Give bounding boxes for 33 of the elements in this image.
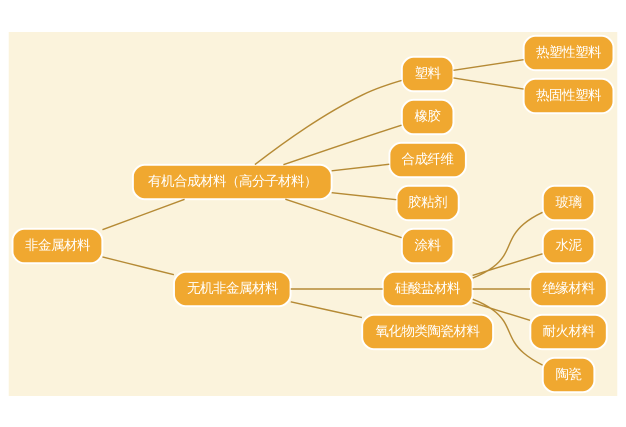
connector <box>254 79 402 165</box>
connector <box>102 198 185 230</box>
connector <box>472 252 543 276</box>
connector <box>453 76 524 90</box>
node-box: 非金属材料 <box>12 227 104 264</box>
node-box: 热塑性塑料 <box>522 34 614 71</box>
node-box: 硅酸盐材料 <box>382 270 474 307</box>
node-box: 玻璃 <box>542 184 596 221</box>
connector <box>283 124 402 165</box>
node-box: 无机非金属材料 <box>173 270 292 307</box>
node-box: 绝缘材料 <box>529 270 608 307</box>
connector <box>290 300 362 318</box>
connector <box>472 288 530 290</box>
node-box: 耐火材料 <box>529 313 608 350</box>
connector <box>332 191 396 200</box>
connector <box>453 58 524 70</box>
connector <box>332 163 390 172</box>
node-box: 有机合成材料（高分子材料） <box>132 163 333 200</box>
connector <box>472 298 543 366</box>
connector <box>472 301 530 321</box>
node-box: 水泥 <box>542 227 596 264</box>
connector <box>290 288 383 290</box>
node-box: 塑料 <box>400 55 454 92</box>
connector <box>285 198 402 238</box>
connector <box>472 211 543 278</box>
node-box: 胶粘剂 <box>396 184 460 221</box>
node-box: 涂料 <box>400 227 454 264</box>
node-box: 陶瓷 <box>542 356 596 393</box>
node-box: 热固性塑料 <box>522 77 614 114</box>
node-box: 合成纤维 <box>388 141 467 178</box>
node-box: 橡胶 <box>400 98 454 135</box>
connector <box>102 256 174 275</box>
node-box: 氧化物类陶瓷材料 <box>361 313 494 350</box>
